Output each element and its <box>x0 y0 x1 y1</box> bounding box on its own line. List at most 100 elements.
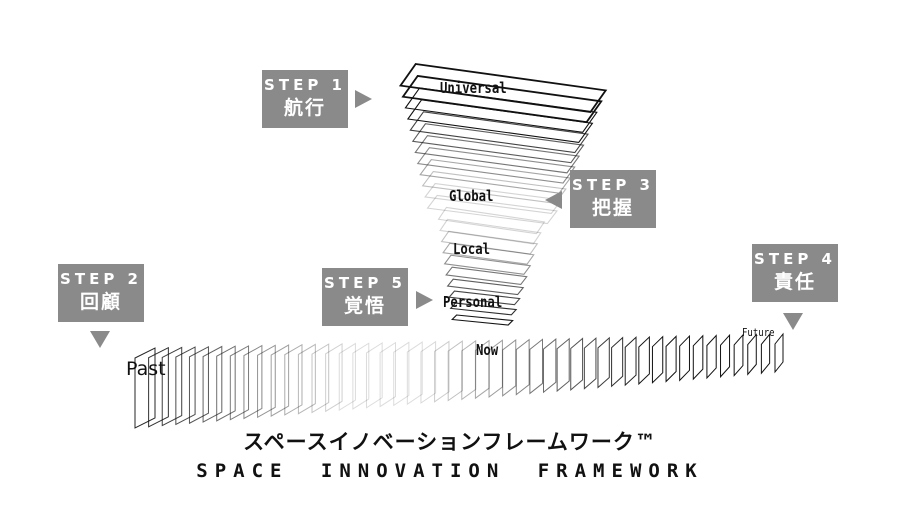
timeline-pane <box>570 337 584 391</box>
step3-label: STEP 3 <box>572 176 654 194</box>
step5-arrow-icon <box>416 291 433 309</box>
timeline-pane <box>148 346 169 428</box>
timeline-pane <box>488 339 503 399</box>
timeline-pane <box>774 332 784 374</box>
step3-title: 把握 <box>591 197 634 219</box>
timeline-pane <box>720 333 731 379</box>
title-english: SPACE INNOVATION FRAMEWORK <box>196 460 704 482</box>
timeline-pane <box>434 340 450 403</box>
timeline-pane <box>556 337 570 393</box>
vertical-plane <box>426 194 558 225</box>
future-label: Future <box>742 326 775 339</box>
timeline-pane <box>365 342 383 409</box>
vertical-plane <box>404 87 598 133</box>
timeline-pane <box>188 345 209 425</box>
vertical-plane <box>442 242 535 265</box>
vertical-plane <box>449 302 518 316</box>
timeline-pane <box>379 341 397 408</box>
timeline-pane <box>611 336 624 388</box>
step1-arrow-icon <box>355 90 372 108</box>
step3-box: STEP 3 把握 <box>570 170 656 228</box>
timeline-pane <box>216 345 236 422</box>
vertical-plane <box>450 314 514 326</box>
timeline-pane <box>624 336 637 387</box>
timeline-pane <box>284 343 303 416</box>
timeline-pane <box>297 343 316 415</box>
timeline-pane <box>543 338 557 394</box>
timeline-pane <box>447 340 463 402</box>
timeline-pane <box>583 337 597 390</box>
timeline-pane <box>270 344 290 417</box>
timeline-pane <box>706 334 717 380</box>
timeline-stack <box>134 332 784 429</box>
step4-label: STEP 4 <box>754 250 836 268</box>
step4-box: STEP 4 責任 <box>752 244 838 302</box>
vertical-plane <box>448 290 521 306</box>
timeline-pane <box>651 335 664 384</box>
local-label: Local <box>453 240 491 258</box>
timeline-pane <box>502 338 517 397</box>
step5-box: STEP 5 覚悟 <box>322 268 408 326</box>
timeline-pane <box>393 341 410 407</box>
timeline-pane <box>243 344 263 420</box>
timeline-pane <box>202 345 223 423</box>
timeline-pane <box>134 347 156 429</box>
step5-label: STEP 5 <box>324 274 406 292</box>
timeline-pane <box>352 342 370 410</box>
universal-label: Universal <box>440 79 507 97</box>
vertical-plane <box>443 254 532 275</box>
personal-label: Personal <box>443 293 503 311</box>
timeline-pane <box>679 334 690 382</box>
vertical-plane <box>445 266 528 286</box>
step4-title: 責任 <box>773 271 816 293</box>
step2-title: 回顧 <box>79 291 122 313</box>
timeline-pane <box>311 343 330 414</box>
timeline-pane <box>733 333 744 377</box>
now-label: Now <box>476 341 499 359</box>
step3-arrow-icon <box>545 191 562 209</box>
step2-arrow-icon <box>90 331 110 348</box>
vertical-plane <box>411 123 585 164</box>
past-label: Past <box>126 358 166 380</box>
vertical-plane <box>440 230 539 255</box>
vertical-scale-stack <box>398 63 608 326</box>
timeline-pane <box>474 339 490 400</box>
vertical-plane <box>406 99 594 144</box>
step1-label: STEP 1 <box>264 76 346 94</box>
step2-label: STEP 2 <box>60 270 142 288</box>
timeline-pane <box>515 338 530 396</box>
timeline-pane <box>161 346 183 427</box>
timeline-pane <box>692 334 704 381</box>
global-label: Global <box>449 187 494 205</box>
timeline-pane <box>257 344 276 419</box>
timeline-pane <box>665 335 677 383</box>
vertical-plane <box>398 63 608 113</box>
timeline-pane <box>638 335 650 386</box>
timeline-pane <box>461 339 477 401</box>
vertical-plane <box>424 182 563 215</box>
vertical-plane <box>437 206 546 235</box>
timeline-pane <box>529 338 543 395</box>
timeline-pane <box>325 342 343 413</box>
vertical-plane <box>446 278 525 296</box>
timeline-pane <box>175 346 196 426</box>
vertical-plane <box>439 218 542 245</box>
vertical-plane <box>409 111 589 154</box>
vertical-plane <box>416 147 576 184</box>
timeline-pane <box>229 345 250 421</box>
step4-arrow-icon <box>783 313 803 330</box>
step1-box: STEP 1 航行 <box>262 70 348 128</box>
step5-title: 覚悟 <box>343 295 386 317</box>
timeline-pane <box>597 336 610 389</box>
timeline-pane <box>338 342 356 412</box>
vertical-plane <box>414 135 581 174</box>
step2-box: STEP 2 回顧 <box>58 264 144 322</box>
title-japanese: スペースイノベーションフレームワーク™ <box>243 430 657 454</box>
step1-title: 航行 <box>283 97 326 119</box>
timeline-pane <box>760 332 771 375</box>
timeline-pane <box>406 341 423 406</box>
timeline-pane <box>420 340 437 404</box>
timeline-pane <box>747 333 757 376</box>
